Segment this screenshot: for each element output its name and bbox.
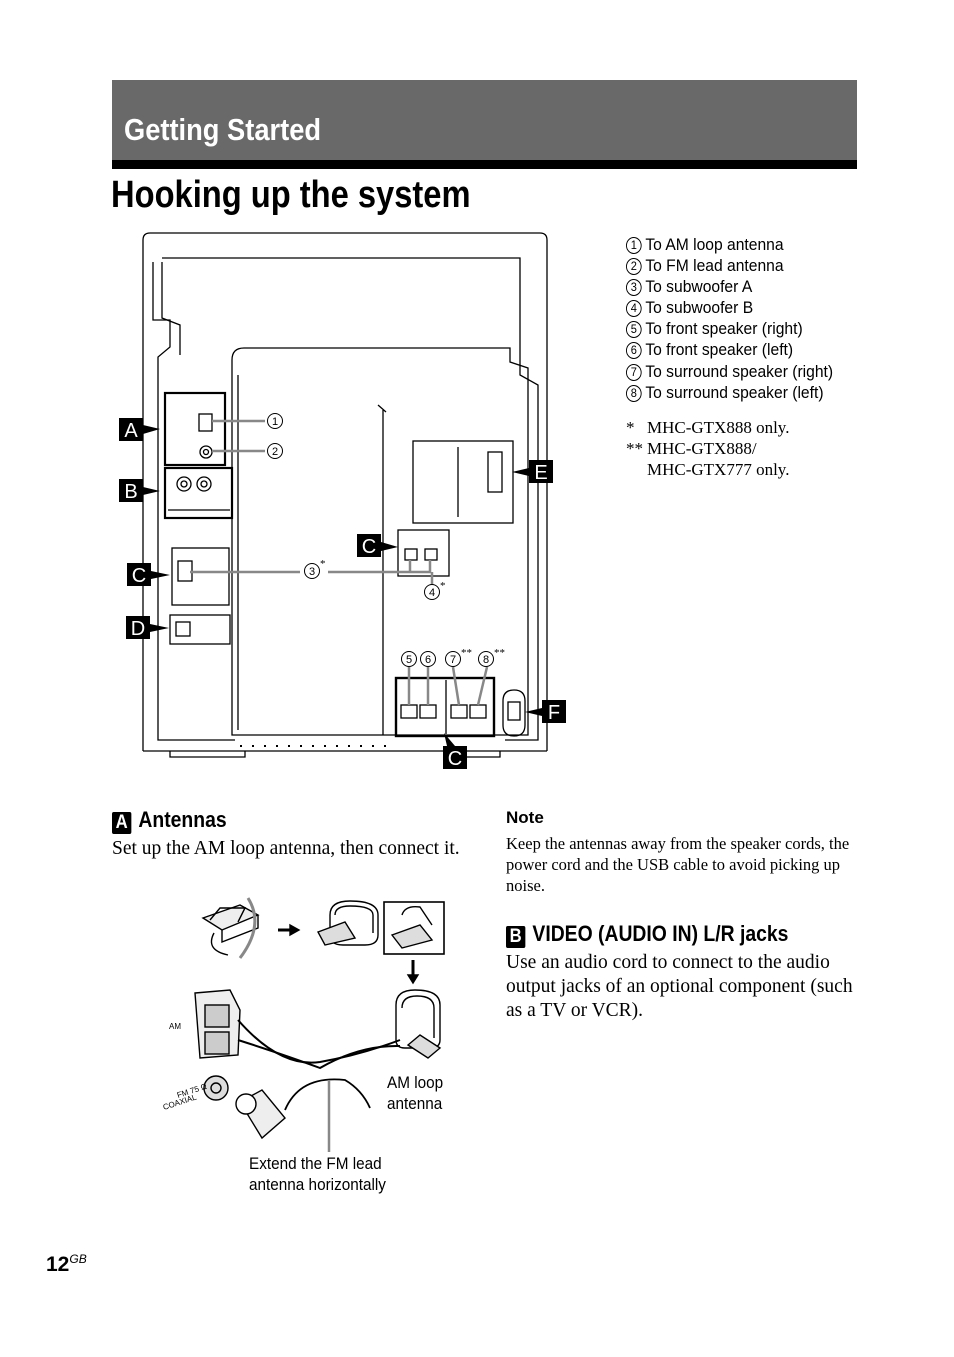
diagram-num-6: 6 <box>425 654 431 666</box>
diagram-label-e: E <box>534 462 547 484</box>
section-a-body: Set up the AM loop antenna, then connect… <box>112 838 460 859</box>
diagram-label-b: B <box>124 481 137 503</box>
section-b-body: Use an audio cord to connect to the audi… <box>506 952 853 1021</box>
diagram-num-5: 5 <box>406 654 412 666</box>
diagram-num-4: 4 <box>429 587 435 599</box>
diagram-label-c-left: C <box>132 565 146 587</box>
diagram-num-3: 3 <box>309 566 315 578</box>
section-b-letter: B <box>506 926 526 948</box>
diagram-num-1: 1 <box>272 416 278 428</box>
diagram-label-c-bottom: C <box>448 748 462 770</box>
fm-lead-caption: Extend the FM lead antenna horizontally <box>249 1154 386 1194</box>
diagram-num-2: 2 <box>272 446 278 458</box>
section-title: Getting Started <box>124 112 322 147</box>
page-number: 12GB <box>46 1252 87 1276</box>
diagram-star-4: * <box>440 580 446 592</box>
note-text: Keep the antennas away from the speaker … <box>506 834 850 895</box>
section-banner: Getting Started <box>112 80 857 169</box>
diagram-label-f: F <box>548 702 560 724</box>
section-a-letter: A <box>112 812 132 834</box>
am-terminal-label: AM <box>169 1022 181 1031</box>
diagram-label-a: A <box>124 420 138 442</box>
diagram-num-8: 8 <box>483 654 489 666</box>
diagram-label-c-right: C <box>362 536 376 558</box>
am-loop-caption: AM loop antenna <box>387 1073 444 1113</box>
diagram-dstar-7: ** <box>461 647 472 659</box>
model-footnotes: *MHC-GTX888 only. **MHC-GTX888/ MHC-GTX7… <box>626 418 790 479</box>
page-title: Hooking up the system <box>111 174 471 216</box>
diagram-num-7: 7 <box>450 654 456 666</box>
diagram-star-3: * <box>320 558 326 570</box>
diagram-dstar-8: ** <box>494 647 505 659</box>
note-heading: Note <box>506 808 544 827</box>
diagram-label-d: D <box>131 618 145 640</box>
